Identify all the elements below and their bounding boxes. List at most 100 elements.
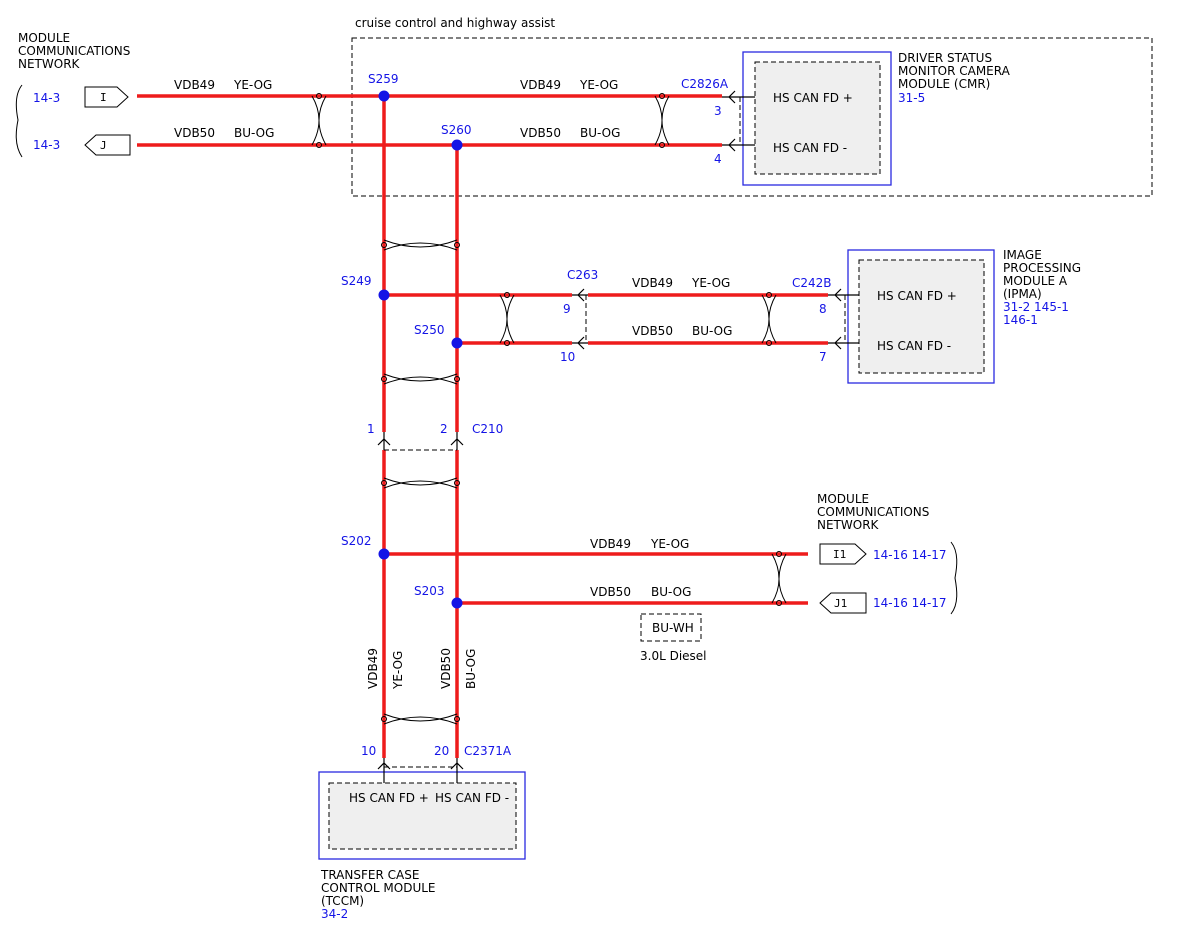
c263-pin-a: 9 bbox=[563, 302, 571, 316]
wire-label-color-minus-vert: BU-OG bbox=[464, 649, 478, 689]
c263-connector bbox=[572, 288, 588, 350]
splice-s249-label: S249 bbox=[341, 274, 372, 288]
cmr-lead-plus bbox=[722, 90, 755, 104]
wire-label-circuit-minus-vert: VDB50 bbox=[439, 648, 453, 689]
wire-label-color-plus-vert: YE-OG bbox=[391, 651, 405, 690]
twist-trunk-3 bbox=[383, 477, 458, 489]
twist-ipma-left bbox=[499, 294, 515, 344]
ipma-lead-minus bbox=[828, 336, 859, 350]
wire-label-color-minus-3: BU-OG bbox=[692, 324, 732, 338]
twist-top-left bbox=[311, 95, 327, 146]
cmr-module-body bbox=[754, 61, 881, 175]
flag-j1: J1 bbox=[819, 592, 867, 614]
wire-label-color-plus-3: YE-OG bbox=[691, 276, 730, 290]
splice-s250-label: S250 bbox=[414, 323, 445, 337]
ipma-title-4: (IPMA) bbox=[1003, 287, 1042, 301]
tccm-title-1: TRANSFER CASE bbox=[320, 868, 419, 882]
wire-label-color-minus-1: BU-OG bbox=[234, 126, 274, 140]
flag-i1-label: I1 bbox=[833, 548, 846, 561]
wire-label-circuit-plus-2: VDB49 bbox=[520, 78, 561, 92]
cmr-pin-no-plus: 3 bbox=[714, 104, 722, 118]
splice-s260-label: S260 bbox=[441, 123, 472, 137]
right-network-title-1: MODULE bbox=[817, 492, 869, 506]
variant-caption: 3.0L Diesel bbox=[640, 649, 707, 663]
c263-label: C263 bbox=[567, 268, 598, 282]
wire-label-circuit-minus-3: VDB50 bbox=[632, 324, 673, 338]
wire-label-circuit-minus-1: VDB50 bbox=[174, 126, 215, 140]
cmr-ref: 31-5 bbox=[898, 91, 925, 105]
ipma-title-1: IMAGE bbox=[1003, 248, 1042, 262]
twist-network-right bbox=[771, 553, 787, 604]
tccm-pin-no-plus: 10 bbox=[361, 744, 376, 758]
flag-j1-label: J1 bbox=[834, 597, 847, 610]
left-network-brace bbox=[15, 84, 23, 158]
c210-label: C210 bbox=[472, 422, 503, 436]
cmr-pin-no-minus: 4 bbox=[714, 152, 722, 166]
ipma-title-2: PROCESSING bbox=[1003, 261, 1081, 275]
flag-i1: I1 bbox=[819, 543, 867, 565]
wire-label-circuit-plus-vert: VDB49 bbox=[366, 648, 380, 689]
ipma-ref-1: 31-2 145-1 bbox=[1003, 300, 1069, 314]
twisted-pair-symbols bbox=[311, 93, 787, 725]
splice-s259-label: S259 bbox=[368, 72, 399, 86]
cmr-pin-minus-label: HS CAN FD - bbox=[773, 141, 847, 155]
c210-pin-b: 2 bbox=[440, 422, 448, 436]
cmr-title-1: DRIVER STATUS bbox=[898, 51, 992, 65]
left-network-title-2: COMMUNICATIONS bbox=[18, 44, 130, 58]
ipma-pin-no-plus: 8 bbox=[819, 302, 827, 316]
ipma-pin-plus-label: HS CAN FD + bbox=[877, 289, 957, 303]
tccm-module-body bbox=[328, 782, 517, 850]
right-network-brace bbox=[950, 541, 958, 615]
splice-s202-label: S202 bbox=[341, 534, 372, 548]
cmr-pin-plus-label: HS CAN FD + bbox=[773, 91, 853, 105]
tccm-title-2: CONTROL MODULE bbox=[321, 881, 436, 895]
cmr-lead-minus bbox=[722, 138, 755, 152]
ipma-pin-no-minus: 7 bbox=[819, 350, 827, 364]
cmr-connector-label: C2826A bbox=[681, 77, 729, 91]
wire-label-color-plus-2: YE-OG bbox=[579, 78, 618, 92]
ipma-module-body bbox=[858, 259, 985, 374]
left-ref-i: 14-3 bbox=[33, 91, 60, 105]
wire-label-circuit-minus-4: VDB50 bbox=[590, 585, 631, 599]
variant-color-box bbox=[640, 613, 702, 642]
c210-connector bbox=[377, 432, 464, 451]
tccm-title-3: (TCCM) bbox=[321, 894, 364, 908]
flag-j: J bbox=[84, 134, 131, 156]
wire-label-color-plus-1: YE-OG bbox=[233, 78, 272, 92]
ipma-lead-plus bbox=[828, 288, 859, 302]
right-refs-i1: 14-16 14-17 bbox=[873, 548, 947, 562]
splice-s250 bbox=[451, 337, 463, 349]
twist-ipma-right bbox=[761, 294, 777, 344]
left-ref-j: 14-3 bbox=[33, 138, 60, 152]
cruise-control-region bbox=[351, 37, 1153, 197]
tccm-ref: 34-2 bbox=[321, 907, 348, 921]
splice-s259 bbox=[378, 90, 390, 102]
wire-label-color-minus-2: BU-OG bbox=[580, 126, 620, 140]
flag-j-label: J bbox=[100, 139, 107, 152]
ipma-title-3: MODULE A bbox=[1003, 274, 1068, 288]
variant-color: BU-WH bbox=[652, 621, 694, 635]
wire-label-color-minus-4: BU-OG bbox=[651, 585, 691, 599]
splice-s249 bbox=[378, 289, 390, 301]
c210-pin-a: 1 bbox=[367, 422, 375, 436]
wire-label-color-plus-4: YE-OG bbox=[650, 537, 689, 551]
right-refs-j1: 14-16 14-17 bbox=[873, 596, 947, 610]
tccm-pin-plus-label: HS CAN FD + bbox=[349, 791, 429, 805]
flag-i: I bbox=[84, 86, 129, 108]
tccm-pin-minus-label: HS CAN FD - bbox=[435, 791, 509, 805]
twist-trunk-1 bbox=[383, 239, 458, 251]
ipma-connector-label: C242B bbox=[792, 276, 832, 290]
flag-i-label: I bbox=[100, 91, 107, 104]
tccm-pin-no-minus: 20 bbox=[434, 744, 449, 758]
c263-pin-b: 10 bbox=[560, 350, 575, 364]
wire-label-circuit-plus-4: VDB49 bbox=[590, 537, 631, 551]
twist-top-right bbox=[654, 95, 670, 146]
splice-s203 bbox=[451, 597, 463, 609]
ipma-ref-2: 146-1 bbox=[1003, 313, 1038, 327]
splice-s203-label: S203 bbox=[414, 584, 445, 598]
wire-label-circuit-plus-1: VDB49 bbox=[174, 78, 215, 92]
wire-label-circuit-plus-3: VDB49 bbox=[632, 276, 673, 290]
twist-trunk-4 bbox=[383, 713, 458, 725]
ipma-pin-minus-label: HS CAN FD - bbox=[877, 339, 951, 353]
